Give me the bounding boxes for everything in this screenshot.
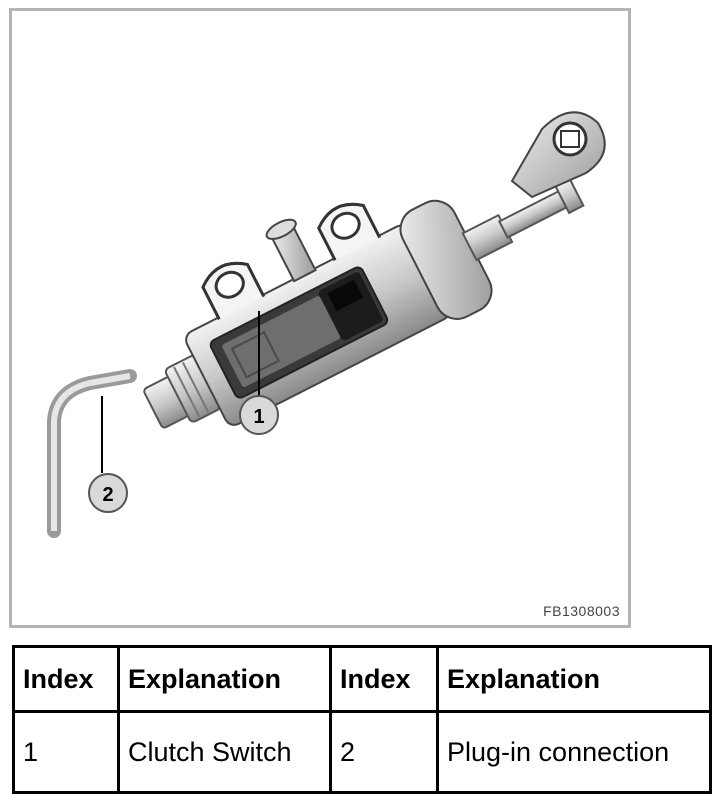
row-explanation-2: Plug-in connection bbox=[436, 710, 712, 794]
callout-2-label: 2 bbox=[102, 484, 113, 506]
rod-eye bbox=[510, 111, 606, 199]
legend-header-row: Index Explanation Index Explanation bbox=[12, 645, 712, 713]
header-index-1: Index bbox=[12, 645, 120, 713]
mounting-clip-left bbox=[201, 261, 266, 320]
legend-table: Index Explanation Index Explanation 1 Cl… bbox=[12, 645, 712, 794]
plug-in-connector bbox=[143, 355, 222, 429]
mounting-clip-right bbox=[317, 202, 381, 261]
figure-frame: 1 2 FB1308003 bbox=[9, 8, 631, 628]
callout-1-label: 1 bbox=[253, 406, 264, 428]
push-rod bbox=[461, 177, 585, 262]
row-index-2: 2 bbox=[329, 710, 439, 794]
header-explanation-1: Explanation bbox=[117, 645, 332, 713]
row-index-1: 1 bbox=[12, 710, 120, 794]
header-explanation-2: Explanation bbox=[436, 645, 712, 713]
clutch-master-cylinder-illustration: 1 2 bbox=[47, 111, 606, 538]
clutch-switch bbox=[209, 266, 389, 399]
table-row: 1 Clutch Switch 2 Plug-in connection bbox=[12, 710, 712, 794]
callout-1: 1 bbox=[239, 395, 279, 435]
reservoir-inlet bbox=[265, 218, 317, 283]
callout-2: 2 bbox=[88, 473, 128, 513]
figure-code: FB1308003 bbox=[543, 603, 620, 619]
row-explanation-1: Clutch Switch bbox=[117, 710, 332, 794]
header-index-2: Index bbox=[329, 645, 439, 713]
